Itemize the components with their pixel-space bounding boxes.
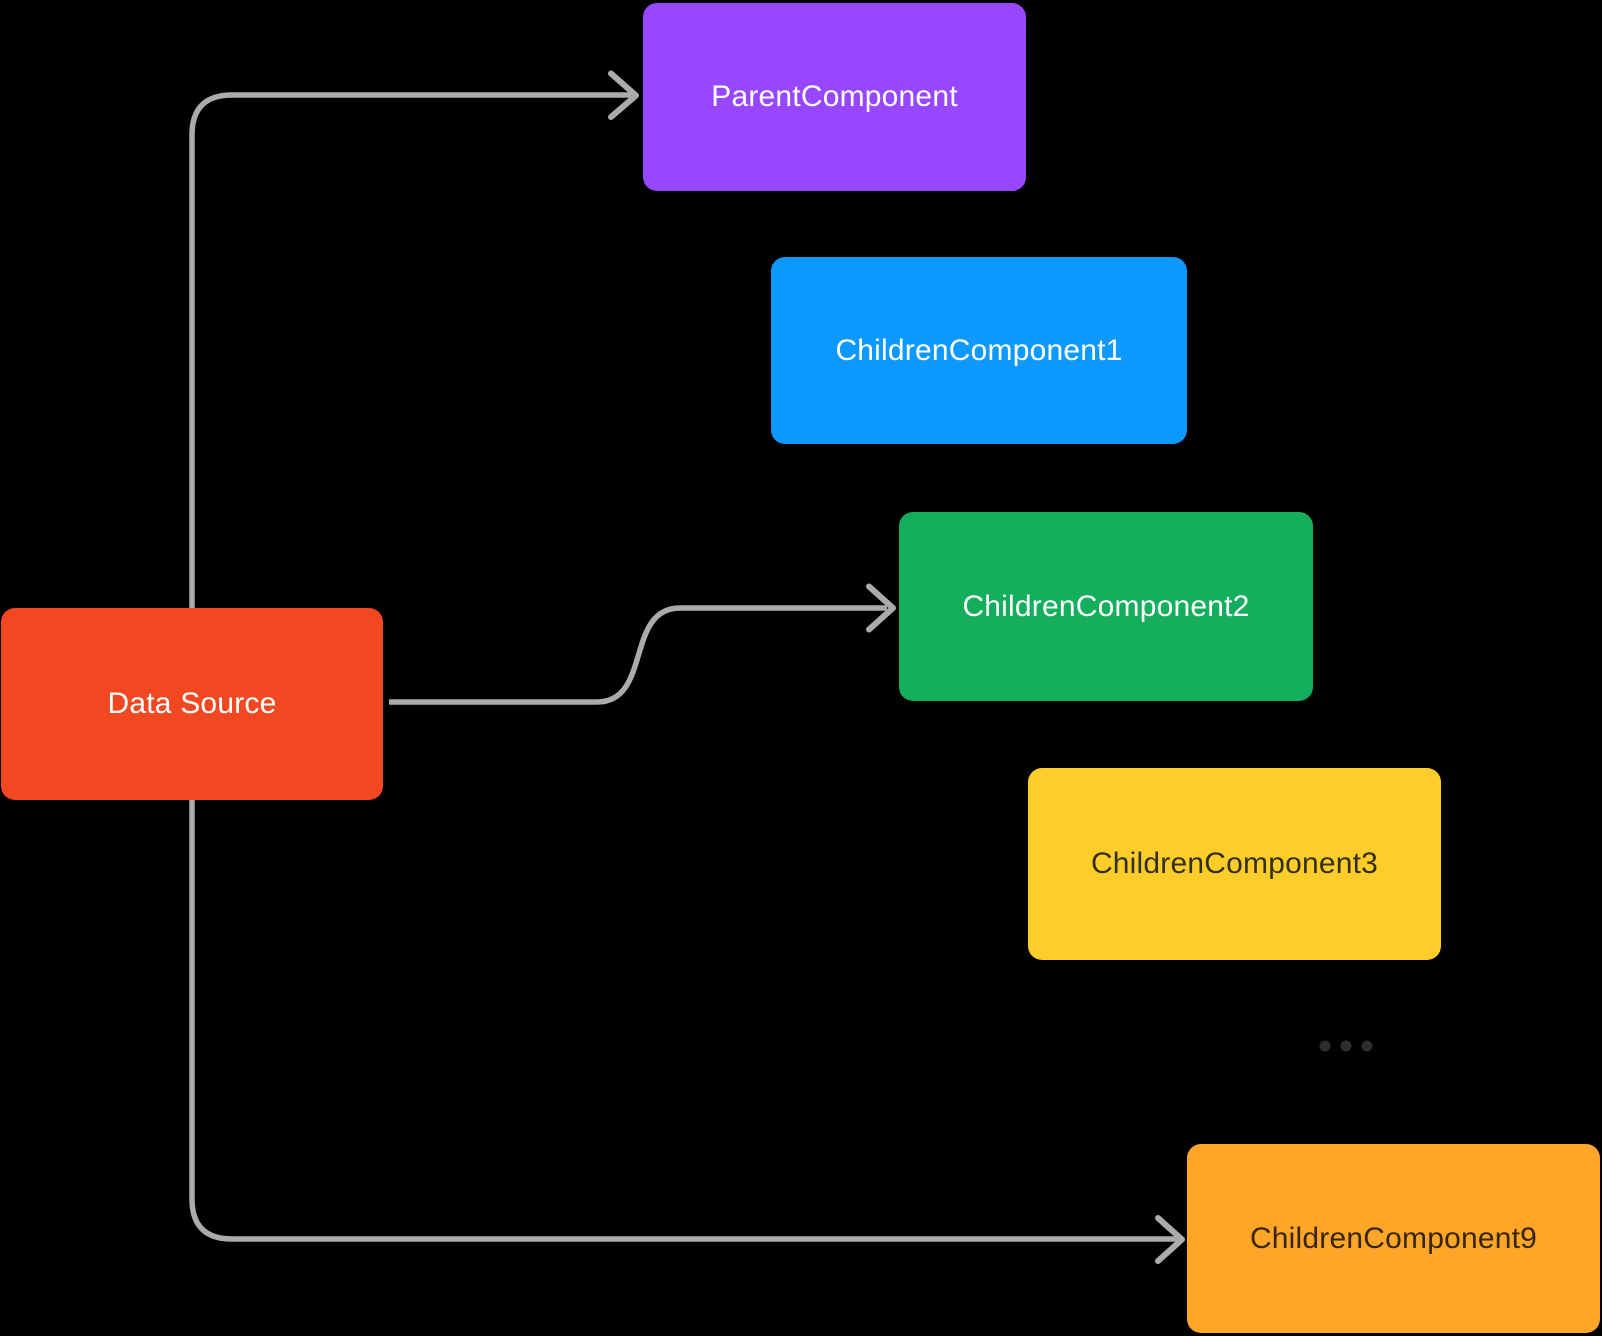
node-data-source: Data Source	[1, 608, 383, 800]
node-children-component-9: ChildrenComponent9	[1187, 1144, 1600, 1333]
node-parent-component-label: ParentComponent	[711, 80, 958, 113]
node-children-component-1-label: ChildrenComponent1	[835, 333, 1123, 367]
connector-datasource-to-child2	[389, 605, 887, 705]
node-data-source-label: Data Source	[107, 687, 277, 720]
node-children-component-2: ChildrenComponent2	[899, 512, 1313, 701]
ellipsis-dot	[1361, 1040, 1373, 1052]
ellipsis-dot	[1319, 1040, 1331, 1052]
node-children-component-1: ChildrenComponent1	[771, 257, 1187, 444]
connector-datasource-to-child9	[189, 800, 1177, 1242]
node-children-component-9-label: ChildrenComponent9	[1249, 1221, 1538, 1255]
connector-datasource-to-parent	[189, 92, 631, 608]
node-children-component-2-label: ChildrenComponent2	[962, 589, 1250, 623]
arrowhead-child2-icon	[866, 583, 896, 633]
ellipsis-dot	[1340, 1040, 1352, 1052]
arrowhead-parent-icon	[608, 70, 639, 120]
arrowhead-child9-icon	[1155, 1215, 1185, 1264]
node-children-component-3: ChildrenComponent3	[1028, 768, 1441, 960]
node-parent-component: ParentComponent	[643, 3, 1026, 191]
node-children-component-3-label: ChildrenComponent3	[1090, 847, 1379, 880]
